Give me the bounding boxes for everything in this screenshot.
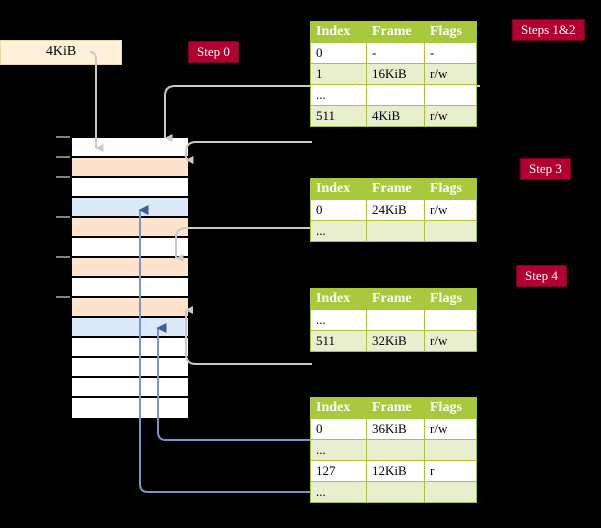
col-flags: Flags (424, 178, 477, 200)
cell-frame (366, 481, 425, 503)
memory-frame-orange (72, 218, 188, 238)
table-row: ... (310, 481, 477, 503)
memory-tick (56, 176, 70, 178)
cell-index: 0 (310, 418, 367, 440)
col-index: Index (310, 178, 367, 200)
cell-flags (424, 309, 477, 331)
cell-frame: 32KiB (366, 330, 425, 352)
memory-tick (56, 136, 70, 138)
col-frame: Frame (366, 288, 425, 310)
cell-index: ... (310, 84, 367, 106)
memory-frame-blue (72, 198, 188, 218)
memory-frame-white (72, 178, 188, 198)
table-header-row: Index Frame Flags (310, 288, 477, 310)
memory-tick (56, 216, 70, 218)
col-index: Index (310, 21, 367, 43)
cell-index: ... (310, 309, 367, 331)
cell-flags (424, 481, 477, 503)
col-frame: Frame (366, 178, 425, 200)
col-index: Index (310, 288, 367, 310)
cell-frame: - (366, 42, 425, 64)
memory-frame-orange (72, 298, 188, 318)
col-flags: Flags (424, 397, 477, 419)
table-row: ... (310, 220, 477, 242)
table-row: ... (310, 309, 477, 331)
memory-tick (56, 256, 70, 258)
cell-frame (366, 309, 425, 331)
cell-index: 1 (310, 63, 367, 85)
memory-tick (56, 156, 70, 158)
cell-index: ... (310, 439, 367, 461)
memory-frame-white (72, 338, 188, 358)
memory-tick (56, 296, 70, 298)
table-header-row: Index Frame Flags (310, 397, 477, 419)
cell-frame: 24KiB (366, 199, 425, 221)
col-frame: Frame (366, 397, 425, 419)
memory-frame-white (72, 398, 188, 418)
cell-frame (366, 220, 425, 242)
cell-flags: r/w (424, 199, 477, 221)
cell-flags (424, 439, 477, 461)
col-frame: Frame (366, 21, 425, 43)
cell-index: 0 (310, 199, 367, 221)
step-4-label: Step 4 (516, 265, 567, 287)
cell-frame (366, 439, 425, 461)
cell-flags: r/w (424, 418, 477, 440)
step-0-label: Step 0 (188, 41, 239, 63)
table-header-row: Index Frame Flags (310, 21, 477, 43)
memory-frame-white (72, 278, 188, 298)
memory-frame-orange (72, 158, 188, 178)
memory-frame-blue (72, 318, 188, 338)
table-row: 0-- (310, 42, 477, 64)
cell-frame (366, 84, 425, 106)
request-box: 4KiB (0, 40, 122, 65)
memory-frame-white (72, 138, 188, 158)
memory-frame-white (72, 378, 188, 398)
cell-index: ... (310, 220, 367, 242)
cell-frame: 12KiB (366, 460, 425, 482)
table-row: ... (310, 84, 477, 106)
cell-flags: - (424, 42, 477, 64)
col-index: Index (310, 397, 367, 419)
cell-flags: r/w (424, 105, 477, 127)
cell-frame: 36KiB (366, 418, 425, 440)
cell-index: 511 (310, 105, 367, 127)
col-flags: Flags (424, 288, 477, 310)
memory-frame-orange (72, 258, 188, 278)
col-flags: Flags (424, 21, 477, 43)
cell-flags: r/w (424, 63, 477, 85)
step-3-label: Step 3 (520, 158, 571, 180)
cell-index: ... (310, 481, 367, 503)
cell-flags (424, 220, 477, 242)
memory-frame-white (72, 358, 188, 378)
cell-flags: r/w (424, 330, 477, 352)
cell-index: 0 (310, 42, 367, 64)
steps-1-2-label: Steps 1&2 (512, 19, 585, 41)
cell-frame: 16KiB (366, 63, 425, 85)
cell-flags (424, 84, 477, 106)
memory-frame-white (72, 238, 188, 258)
cell-index: 511 (310, 330, 367, 352)
physical-memory-column (70, 136, 190, 418)
cell-index: 127 (310, 460, 367, 482)
table-header-row: Index Frame Flags (310, 178, 477, 200)
cell-flags: r (424, 460, 477, 482)
cell-frame: 4KiB (366, 105, 425, 127)
table-row: ... (310, 439, 477, 461)
